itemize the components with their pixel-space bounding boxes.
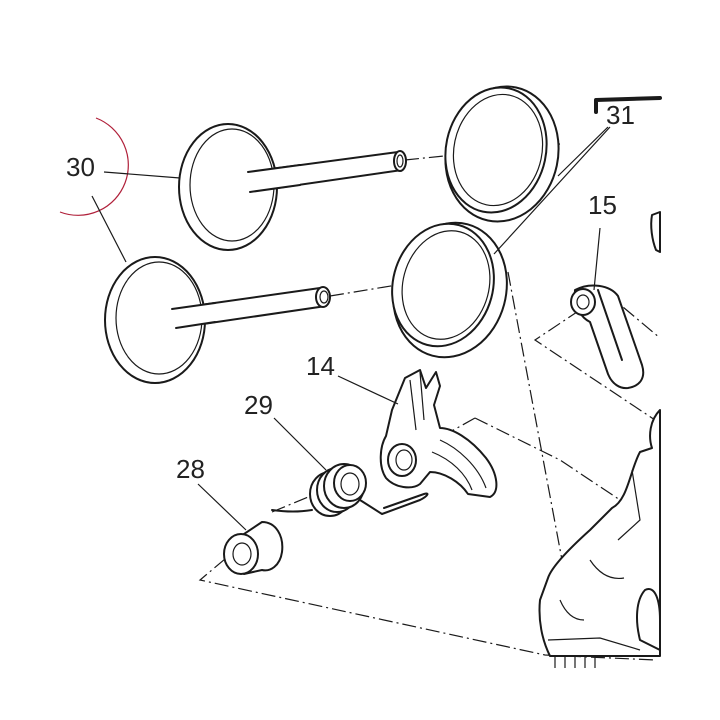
label-part-31: 31 xyxy=(606,100,635,130)
part-30-upper-valve xyxy=(178,123,407,251)
part-14-opening-rocker xyxy=(379,369,498,498)
housing-casting xyxy=(538,96,662,668)
part-31-lower-ring xyxy=(391,221,508,359)
part-30-lower-valve xyxy=(104,256,331,384)
label-part-30: 30 xyxy=(66,152,95,182)
part-29-return-spring xyxy=(271,463,429,517)
label-part-28: 28 xyxy=(176,454,205,484)
leader-lines xyxy=(91,126,611,531)
label-part-29: 29 xyxy=(244,390,273,420)
part-28-spacer-bushing xyxy=(223,521,284,575)
label-part-14: 14 xyxy=(306,351,335,381)
highlight-circle xyxy=(59,117,129,216)
label-part-15: 15 xyxy=(588,190,617,220)
part-31-upper-ring xyxy=(444,85,560,223)
part-15-rocker-arm xyxy=(570,284,645,390)
